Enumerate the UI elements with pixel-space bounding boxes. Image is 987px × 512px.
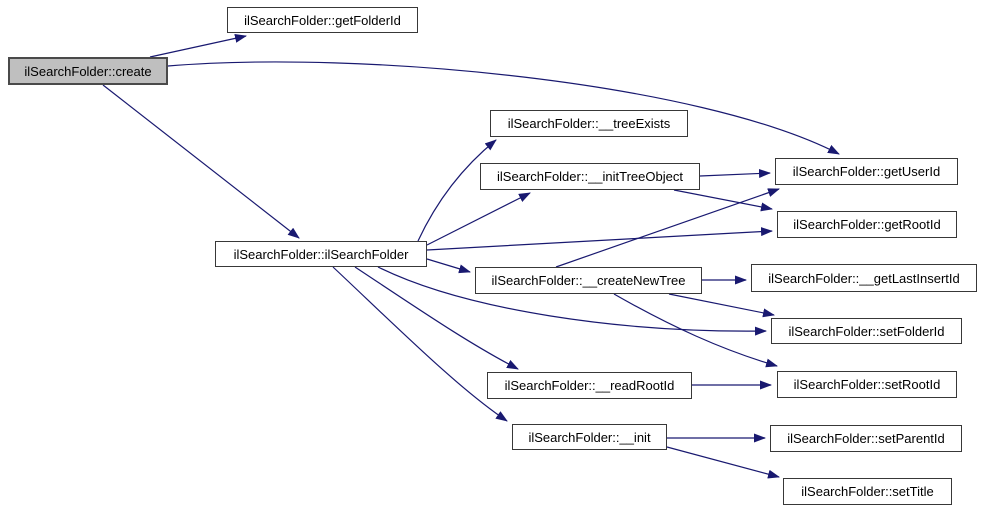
edge-ilSearchFolder-getRootId (426, 227, 773, 251)
edge-ilSearchFolder-setFolderId (377, 266, 767, 336)
node-init[interactable]: ilSearchFolder::__init (512, 424, 667, 450)
edge-ilSearchFolder-initTreeObject (426, 192, 531, 246)
node-create-new-tree[interactable]: ilSearchFolder::__createNewTree (475, 267, 702, 294)
edge-initTreeObject-getRootId (673, 189, 773, 212)
edge-createNewTree-setRootId (613, 293, 778, 368)
node-create[interactable]: ilSearchFolder::create (8, 57, 168, 85)
edge-create-getFolderId (149, 33, 247, 58)
node-set-root-id[interactable]: ilSearchFolder::setRootId (777, 371, 957, 398)
edge-ilSearchFolder-treeExists (417, 139, 497, 242)
node-set-folder-id[interactable]: ilSearchFolder::setFolderId (771, 318, 962, 344)
node-get-root-id[interactable]: ilSearchFolder::getRootId (777, 211, 957, 238)
edge-create-ilSearchFolder (102, 84, 300, 239)
node-read-root-id[interactable]: ilSearchFolder::__readRootId (487, 372, 692, 399)
node-set-title[interactable]: ilSearchFolder::setTitle (783, 478, 952, 505)
edge-createNewTree-setFolderId (668, 293, 775, 318)
node-tree-exists[interactable]: ilSearchFolder::__treeExists (490, 110, 688, 137)
edge-ilSearchFolder-createNewTree (426, 258, 471, 274)
node-ilsearchfolder-constructor[interactable]: ilSearchFolder::ilSearchFolder (215, 241, 427, 267)
node-set-parent-id[interactable]: ilSearchFolder::setParentId (770, 425, 962, 452)
edge-initTreeObject-getUserId (699, 168, 771, 178)
edge-ilSearchFolder-init (332, 266, 508, 422)
node-get-folder-id[interactable]: ilSearchFolder::getFolderId (227, 7, 418, 33)
node-get-last-insert-id[interactable]: ilSearchFolder::__getLastInsertId (751, 264, 977, 292)
edge-ilSearchFolder-readRootId (354, 266, 519, 370)
edge-init-setTitle (666, 446, 780, 479)
node-get-user-id[interactable]: ilSearchFolder::getUserId (775, 158, 958, 185)
edge-createNewTree-getUserId (555, 188, 780, 268)
node-init-tree-object[interactable]: ilSearchFolder::__initTreeObject (480, 163, 700, 190)
edge-create-getUserId (167, 61, 840, 155)
